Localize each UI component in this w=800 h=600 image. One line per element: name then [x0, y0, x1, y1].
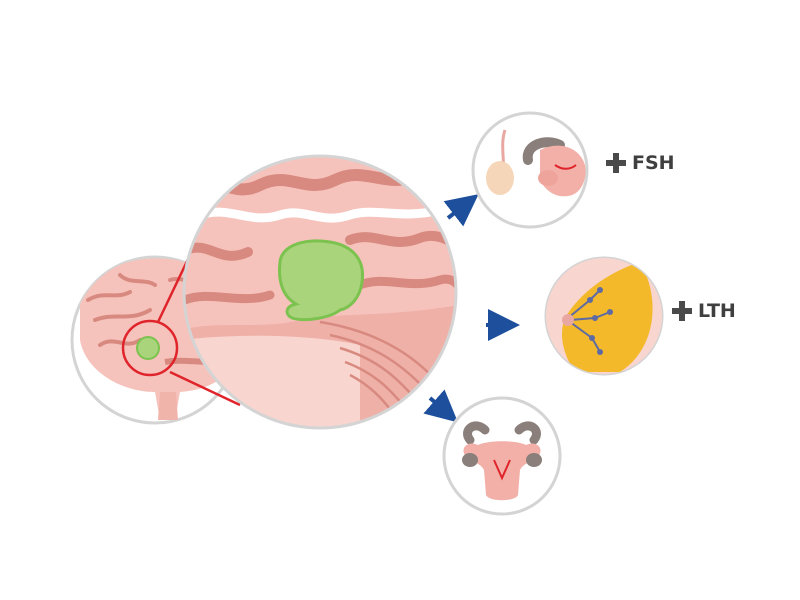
lth-label-text: LTH: [698, 300, 736, 322]
arrow-icon: [443, 194, 479, 227]
pituitary-gland-shape: [278, 239, 365, 322]
zoom-line-top: [156, 254, 192, 323]
gland-highlight-small: [136, 336, 160, 360]
reproductive-organs-circle: [471, 111, 589, 229]
lth-hormone-label: LTH: [672, 300, 736, 322]
zoom-line-bottom: [169, 370, 241, 407]
uterus-circle: [442, 396, 562, 516]
arrow-icon: [423, 389, 459, 423]
pituitary-zoom-circle: [182, 154, 458, 430]
breast-circle: [544, 256, 664, 376]
plus-icon: [672, 301, 692, 321]
zoom-indicator-ring: [121, 319, 179, 377]
fsh-hormone-label: FSH: [606, 152, 675, 174]
fsh-label-text: FSH: [632, 152, 675, 174]
plus-icon: [606, 153, 626, 173]
